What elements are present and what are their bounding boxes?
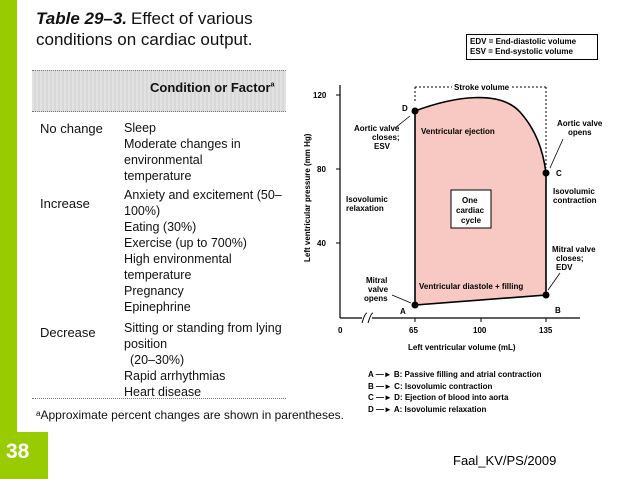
arrow-right-icon: —► [376, 393, 392, 402]
mitral-opens-label: opens [364, 294, 388, 303]
cycle-step-list: A —► B: Passive filling and atrial contr… [368, 369, 541, 415]
group-label-increase: Increase [40, 196, 90, 211]
condition-item: Moderate changes in environmental [124, 137, 241, 167]
slide-footer: Faal_KV/PS/2009 [453, 453, 557, 468]
ventricular-diastole-label: Ventricular diastole + filling [419, 282, 523, 291]
condition-item: Anxiety and excitement (50–100%) [124, 188, 282, 218]
condition-item: Pregnancy [124, 284, 184, 298]
cycle-label-line: One [462, 196, 478, 205]
aortic-opens-label: Aortic valve [557, 119, 603, 128]
point-a-marker [411, 301, 419, 309]
group-label-decrease: Decrease [40, 325, 96, 340]
y-tick-label: 120 [313, 91, 327, 100]
slide-number: 38 [6, 440, 30, 463]
condition-item: Rapid arrhythmias [124, 369, 226, 383]
table-title: Table 29–3.Effect of various conditions … [36, 8, 286, 50]
x-origin-label: 0 [338, 326, 343, 335]
point-b-marker [542, 291, 550, 299]
isovolumic-contraction-label: contraction [553, 196, 597, 205]
group-label-no-change: No change [40, 121, 103, 136]
table-header-band [32, 70, 286, 112]
arrow-right-icon: —► [376, 381, 392, 391]
stroke-volume-label: Stroke volume [454, 83, 510, 92]
mitral-closes-label: EDV [556, 263, 573, 272]
condition-item: Eating (30%) [124, 220, 197, 234]
aortic-closes-label: ESV [374, 142, 391, 151]
legend-entry: ESV = End-systolic volume [470, 47, 573, 56]
y-tick-label: 40 [317, 239, 326, 248]
x-tick-label: 100 [473, 326, 487, 335]
x-tick-label: 135 [539, 326, 553, 335]
y-tick-label: 80 [317, 165, 326, 174]
condition-item: Exercise (up to 700%) [124, 236, 247, 250]
mitral-closes-label: Mitral valve [552, 245, 596, 254]
table-title-text: Effect of various conditions on cardiac … [36, 9, 253, 49]
arrow-right-icon: —► [376, 404, 392, 414]
table-header: Condition or Factora [150, 80, 275, 95]
step-item: B —► C: Isovolumic contraction [368, 381, 493, 391]
point-c-label: C [556, 169, 562, 178]
condition-item: temperature [124, 169, 192, 183]
condition-item: Heart disease [124, 385, 202, 399]
condition-item: (20–30%) [130, 353, 185, 367]
condition-item: Sleep [124, 121, 156, 135]
cycle-label-line: cardiac [456, 206, 485, 215]
mitral-opens-label: valve [368, 285, 389, 294]
aortic-closes-label: Aortic valve [354, 124, 400, 133]
condition-item: High environmental temperature [124, 252, 232, 282]
slide-number-box [0, 432, 48, 479]
table-title-label: Table 29–3. [36, 9, 128, 28]
point-d-label: D [402, 104, 408, 113]
point-a-label: A [400, 307, 406, 316]
footnote-divider [32, 398, 286, 399]
point-d-marker [411, 107, 419, 115]
ventricular-ejection-label: Ventricular ejection [421, 127, 495, 136]
y-axis-label: Left ventricular pressure (mm Hg) [303, 133, 312, 262]
condition-item: Epinephrine [124, 300, 191, 314]
point-b-label: B [555, 306, 561, 315]
cycle-label-line: cycle [461, 216, 482, 225]
x-axis-label: Left ventricular volume (mL) [408, 343, 516, 352]
step-item: D —► A: Isovolumic relaxation [368, 404, 487, 414]
condition-list-no-change: Sleep Moderate changes in environmental … [124, 120, 289, 184]
step-item: A —► B: Passive filling and atrial contr… [368, 370, 542, 379]
condition-item: Sitting or standing from lying position [124, 321, 282, 351]
accent-bar [0, 0, 17, 479]
abbreviation-legend: EDV = End-diastolic volume ESV = End-sys… [466, 34, 598, 60]
x-tick-label: 65 [409, 326, 418, 335]
aortic-closes-label: closes; [372, 133, 400, 142]
isovolumic-relaxation-label: relaxation [346, 204, 384, 213]
table-footnote: ᵃApproximate percent changes are shown i… [36, 408, 344, 422]
condition-list-decrease: Sitting or standing from lying position … [124, 320, 289, 400]
legend-entry: EDV = End-diastolic volume [470, 37, 577, 46]
mitral-opens-label: Mitral [366, 276, 387, 285]
step-item: C —► D: Ejection of blood into aorta [368, 393, 509, 402]
isovolumic-relaxation-label: Isovolumic [346, 195, 388, 204]
axis-break-icon [361, 312, 374, 324]
isovolumic-contraction-label: Isovolumic [553, 187, 595, 196]
mitral-closes-label: closes; [556, 254, 584, 263]
cycle-box [450, 189, 492, 229]
aortic-opens-label: opens [568, 128, 592, 137]
condition-list-increase: Anxiety and excitement (50–100%) Eating … [124, 187, 289, 315]
point-c-marker [542, 169, 550, 177]
arrow-right-icon: —► [375, 370, 392, 379]
